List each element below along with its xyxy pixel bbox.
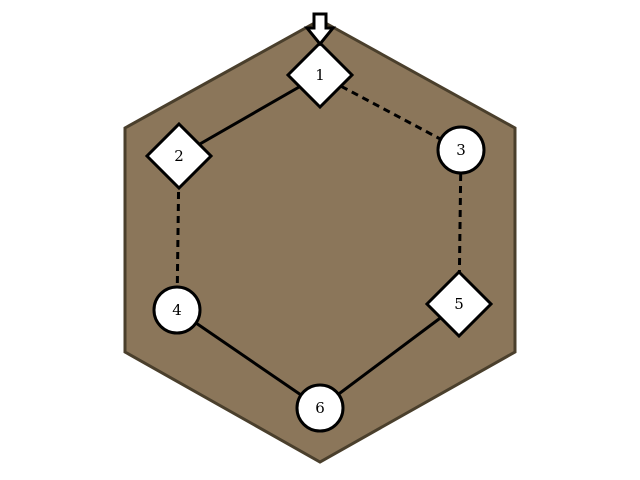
node-5[interactable]: 5: [424, 269, 494, 339]
edge-4-6: [176, 308, 321, 410]
node-label: 6: [315, 399, 325, 417]
edge-5-6: [319, 302, 460, 410]
diamond-node-shape: [144, 121, 214, 191]
circle-node-shape: [152, 285, 202, 335]
node-4[interactable]: 4: [152, 285, 202, 335]
node-1[interactable]: 1: [285, 40, 355, 110]
diamond-node-shape: [424, 269, 494, 339]
nodes-layer: 1 2 3 4 5 6: [144, 40, 494, 433]
circle-node-shape: [295, 383, 345, 433]
node-label: 2: [174, 147, 184, 165]
diamond-node-shape: [285, 40, 355, 110]
edge-1-3: [319, 73, 462, 152]
node-6[interactable]: 6: [295, 383, 345, 433]
node-label: 1: [315, 66, 325, 84]
node-2[interactable]: 2: [144, 121, 214, 191]
circle-node-shape: [436, 125, 486, 175]
node-3[interactable]: 3: [436, 125, 486, 175]
edge-3-5: [457, 149, 463, 305]
node-label: 3: [456, 141, 466, 159]
start-marker-layer: [303, 12, 337, 47]
down-arrow-icon: [303, 12, 337, 47]
node-label: 5: [454, 295, 464, 313]
edge-1-2: [178, 73, 321, 158]
node-label: 4: [172, 301, 182, 319]
